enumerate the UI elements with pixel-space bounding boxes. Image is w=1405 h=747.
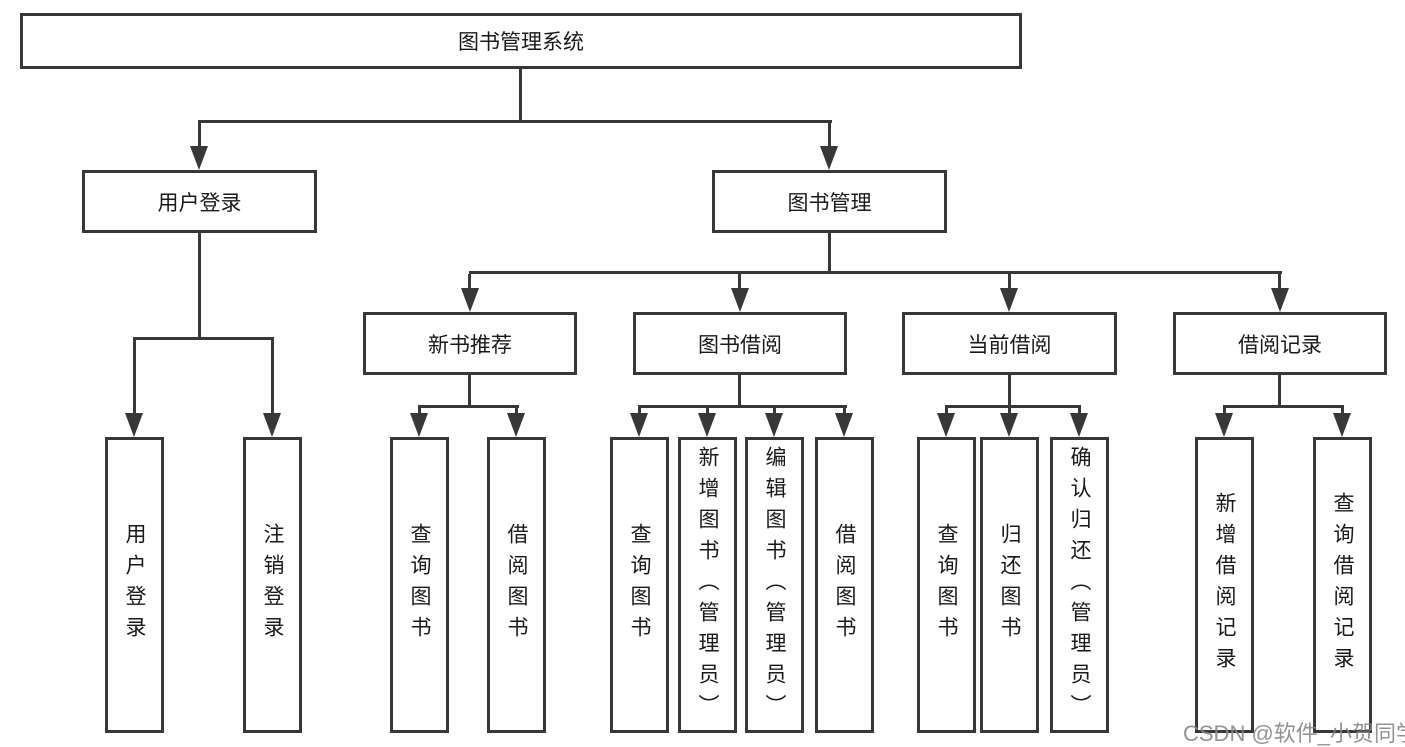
arrowhead-to-borrowing-records bbox=[1271, 288, 1289, 312]
connector-book-borrowing-rail bbox=[638, 405, 847, 408]
connector-root-rail bbox=[198, 120, 832, 123]
leaf-label: 归还图书 bbox=[998, 523, 1021, 647]
leaf-label: 用户登录 bbox=[123, 523, 146, 647]
connector-leaf-stem bbox=[843, 408, 846, 415]
leaf-borrow-books-1: 借阅图书 bbox=[487, 437, 546, 733]
arrowhead-to-book-management bbox=[820, 146, 838, 170]
node-label: 图书借阅 bbox=[698, 333, 782, 357]
leaf-label: 确认归还（管理员） bbox=[1068, 445, 1091, 725]
node-book-borrowing: 图书借阅 bbox=[633, 312, 847, 375]
node-label: 当前借阅 bbox=[967, 333, 1052, 357]
leaf-label: 编辑图书（管理员） bbox=[763, 445, 786, 725]
connector-to-borrowing-records bbox=[1278, 274, 1281, 290]
arrowhead-to-leaf-borrow-books-2 bbox=[835, 413, 853, 437]
arrowhead-to-leaf-return-book bbox=[1000, 413, 1018, 437]
leaf-return-book: 归还图书 bbox=[980, 437, 1039, 733]
leaf-user-login: 用户登录 bbox=[105, 437, 164, 733]
arrowhead-to-leaf-query-books-2 bbox=[630, 413, 648, 437]
connector-user-login-stem bbox=[198, 233, 201, 340]
connector-current-borrowing-stem bbox=[1008, 375, 1011, 408]
arrowhead-to-leaf-borrow-books-1 bbox=[507, 413, 525, 437]
connector-to-leaf-user-login bbox=[133, 340, 136, 415]
node-label: 新书推荐 bbox=[428, 333, 512, 357]
connector-to-user-login bbox=[198, 120, 201, 148]
arrowhead-to-leaf-edit-book bbox=[765, 413, 783, 437]
leaf-add-borrow-record: 新增借阅记录 bbox=[1195, 437, 1254, 733]
connector-leaf-stem bbox=[418, 408, 421, 415]
connector-leaf-stem bbox=[773, 408, 776, 415]
connector-leaf-stem bbox=[515, 408, 518, 415]
arrowhead-to-book-borrowing bbox=[731, 288, 749, 312]
connector-new-book-recommend-rail bbox=[418, 405, 519, 408]
leaf-borrow-books-2: 借阅图书 bbox=[815, 437, 874, 733]
connector-to-book-borrowing bbox=[738, 274, 741, 290]
node-label: 图书管理 bbox=[787, 191, 872, 215]
connector-borrowing-records-rail bbox=[1223, 405, 1344, 408]
leaf-query-books-3: 查询图书 bbox=[917, 437, 976, 733]
leaf-query-books-2: 查询图书 bbox=[610, 437, 669, 733]
node-label: 图书管理系统 bbox=[458, 31, 584, 54]
leaf-confirm-return-admin: 确认归还（管理员） bbox=[1050, 437, 1109, 733]
leaf-logout: 注销登录 bbox=[243, 437, 302, 733]
connector-root-stem bbox=[519, 68, 522, 121]
connector-user-login-rail bbox=[133, 337, 274, 340]
arrowhead-to-leaf-logout bbox=[263, 413, 281, 437]
arrowhead-to-leaf-query-borrow-record bbox=[1333, 413, 1351, 437]
leaf-label: 查询借阅记录 bbox=[1331, 492, 1354, 678]
arrowhead-to-leaf-user-login bbox=[125, 413, 143, 437]
connector-to-leaf-logout bbox=[271, 340, 274, 415]
arrowhead-to-leaf-confirm-return bbox=[1070, 413, 1088, 437]
leaf-label: 新增借阅记录 bbox=[1213, 492, 1236, 678]
leaf-label: 注销登录 bbox=[261, 523, 284, 647]
arrowhead-to-user-login bbox=[190, 146, 208, 170]
node-label: 借阅记录 bbox=[1238, 333, 1322, 357]
node-book-management: 图书管理 bbox=[712, 170, 947, 233]
node-borrowing-records: 借阅记录 bbox=[1173, 312, 1387, 375]
arrowhead-to-new-book-recommend bbox=[461, 288, 479, 312]
connector-book-management-rail bbox=[469, 271, 1282, 274]
leaf-query-books-1: 查询图书 bbox=[390, 437, 449, 733]
leaf-label: 查询图书 bbox=[935, 523, 958, 647]
leaf-label: 借阅图书 bbox=[505, 523, 528, 647]
node-current-borrowing: 当前借阅 bbox=[902, 312, 1117, 375]
connector-borrowing-records-stem bbox=[1278, 375, 1281, 407]
connector-leaf-stem bbox=[706, 408, 709, 415]
node-user-login: 用户登录 bbox=[82, 170, 317, 233]
connector-book-management-stem bbox=[828, 233, 831, 274]
leaf-label: 查询图书 bbox=[408, 523, 431, 647]
node-new-book-recommend: 新书推荐 bbox=[363, 312, 577, 375]
leaf-query-borrow-record: 查询借阅记录 bbox=[1313, 437, 1372, 733]
leaf-label: 新增图书（管理员） bbox=[696, 445, 719, 725]
connector-to-new-book-recommend bbox=[468, 274, 471, 290]
connector-leaf-stem bbox=[945, 408, 948, 415]
csdn-watermark: CSDN @软件_小贺同学 bbox=[1183, 721, 1405, 746]
arrowhead-to-leaf-add-borrow-record bbox=[1215, 413, 1233, 437]
connector-leaf-stem bbox=[1008, 408, 1011, 415]
arrowhead-to-leaf-add-book bbox=[698, 413, 716, 437]
leaf-label: 借阅图书 bbox=[833, 523, 856, 647]
connector-leaf-stem bbox=[638, 408, 641, 415]
node-label: 用户登录 bbox=[157, 191, 242, 215]
connector-book-borrowing-stem bbox=[738, 375, 741, 408]
leaf-label: 查询图书 bbox=[628, 523, 651, 647]
connector-leaf-stem bbox=[1078, 408, 1081, 415]
leaf-edit-book-admin: 编辑图书（管理员） bbox=[745, 437, 804, 733]
arrowhead-to-leaf-query-books-1 bbox=[410, 413, 428, 437]
connector-to-book-management bbox=[828, 120, 831, 148]
connector-leaf-stem bbox=[1223, 408, 1226, 415]
arrowhead-to-current-borrowing bbox=[1000, 288, 1018, 312]
arrowhead-to-leaf-query-books-3 bbox=[937, 413, 955, 437]
connector-current-borrowing-rail bbox=[945, 405, 1081, 408]
connector-to-current-borrowing bbox=[1008, 274, 1011, 290]
connector-new-book-recommend-stem bbox=[468, 375, 471, 408]
leaf-add-book-admin: 新增图书（管理员） bbox=[678, 437, 737, 733]
connector-leaf-stem bbox=[1341, 408, 1344, 415]
node-library-management-system: 图书管理系统 bbox=[20, 13, 1022, 69]
